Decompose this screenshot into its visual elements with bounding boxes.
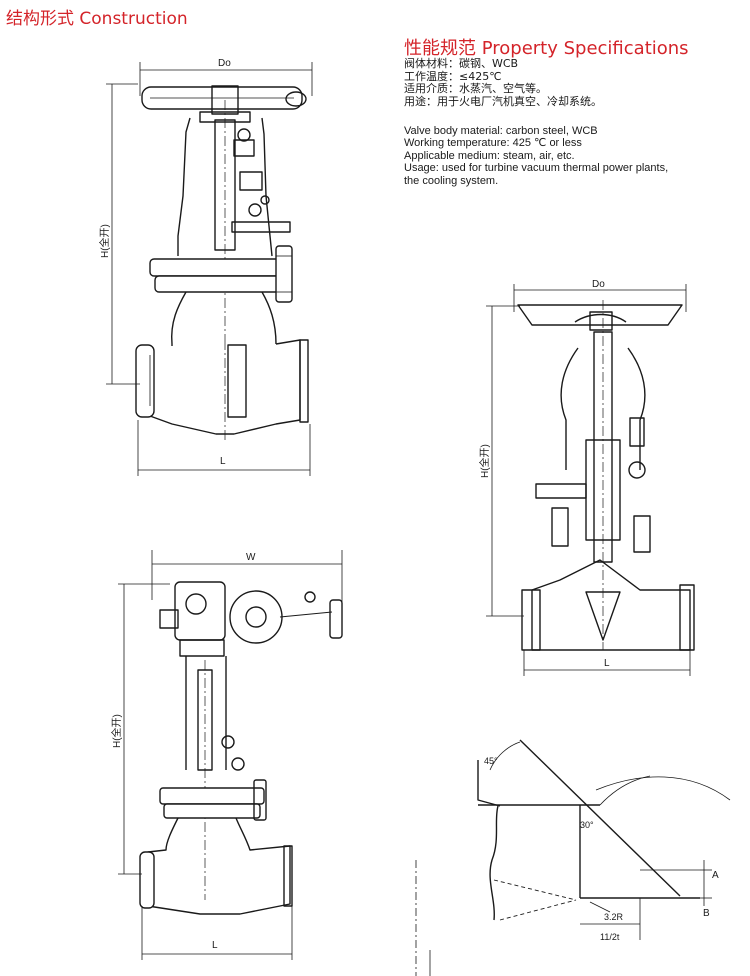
spec-en-temperature: Working temperature: 425 ℃ or less [404, 137, 582, 150]
gate-valve-drawing: Do H(全开) [98, 58, 313, 476]
dim-h-label-2: H(全开) [478, 444, 491, 478]
spec-cn-material: 阀体材料：碳钢、WCB [404, 57, 519, 70]
dim-l-label-2: L [604, 658, 610, 669]
dim-h-label-3: H(全开) [110, 714, 123, 748]
spec-cn-medium: 适用介质：水蒸汽、空气等。 [404, 82, 547, 95]
globe-valve-drawing: Do H(全开) L [478, 279, 695, 676]
spec-cn-usage: 用途：用于火电厂汽机真空、冷却系统。 [404, 94, 602, 108]
gear-gate-valve-drawing: W H(全开) L [110, 550, 343, 960]
angle-45-label: 45° [484, 756, 498, 766]
spec-en-medium: Applicable medium: steam, air, etc. [404, 149, 575, 162]
dim-l-label-1: L [220, 456, 226, 467]
radius-label: 3.2R [604, 912, 624, 922]
spec-en-usage: Usage: used for turbine vacuum thermal p… [404, 162, 669, 175]
dim-do-label-2: Do [592, 279, 605, 290]
spec-en-material: Valve body material: carbon steel, WCB [404, 125, 598, 137]
spec-list-english: Valve body material: carbon steel, WCB W… [404, 125, 668, 187]
angle-30-label: 30° [580, 820, 594, 830]
dim-b-label: B [703, 908, 710, 919]
weld-thickness-label: 11/2t [600, 932, 620, 942]
construction-title: 结构形式 Construction [6, 9, 188, 29]
spec-en-usage-cont: the cooling system. [404, 174, 499, 187]
spec-cn-temperature: 工作温度：≤425℃ [404, 69, 502, 83]
weld-end-detail: 45° 30° 3.2R 11/2t A B [415, 739, 731, 976]
dim-w-label: W [246, 552, 256, 563]
dim-h-label-1: H(全开) [98, 224, 111, 258]
spec-list-chinese: 阀体材料：碳钢、WCB 工作温度：≤425℃ 适用介质：水蒸汽、空气等。 用途：… [404, 57, 602, 108]
dim-l-label-3: L [212, 940, 218, 951]
property-spec-title: 性能规范 Property Specifications [404, 38, 689, 59]
dim-a-label: A [712, 870, 719, 881]
dim-do-label: Do [218, 58, 231, 69]
